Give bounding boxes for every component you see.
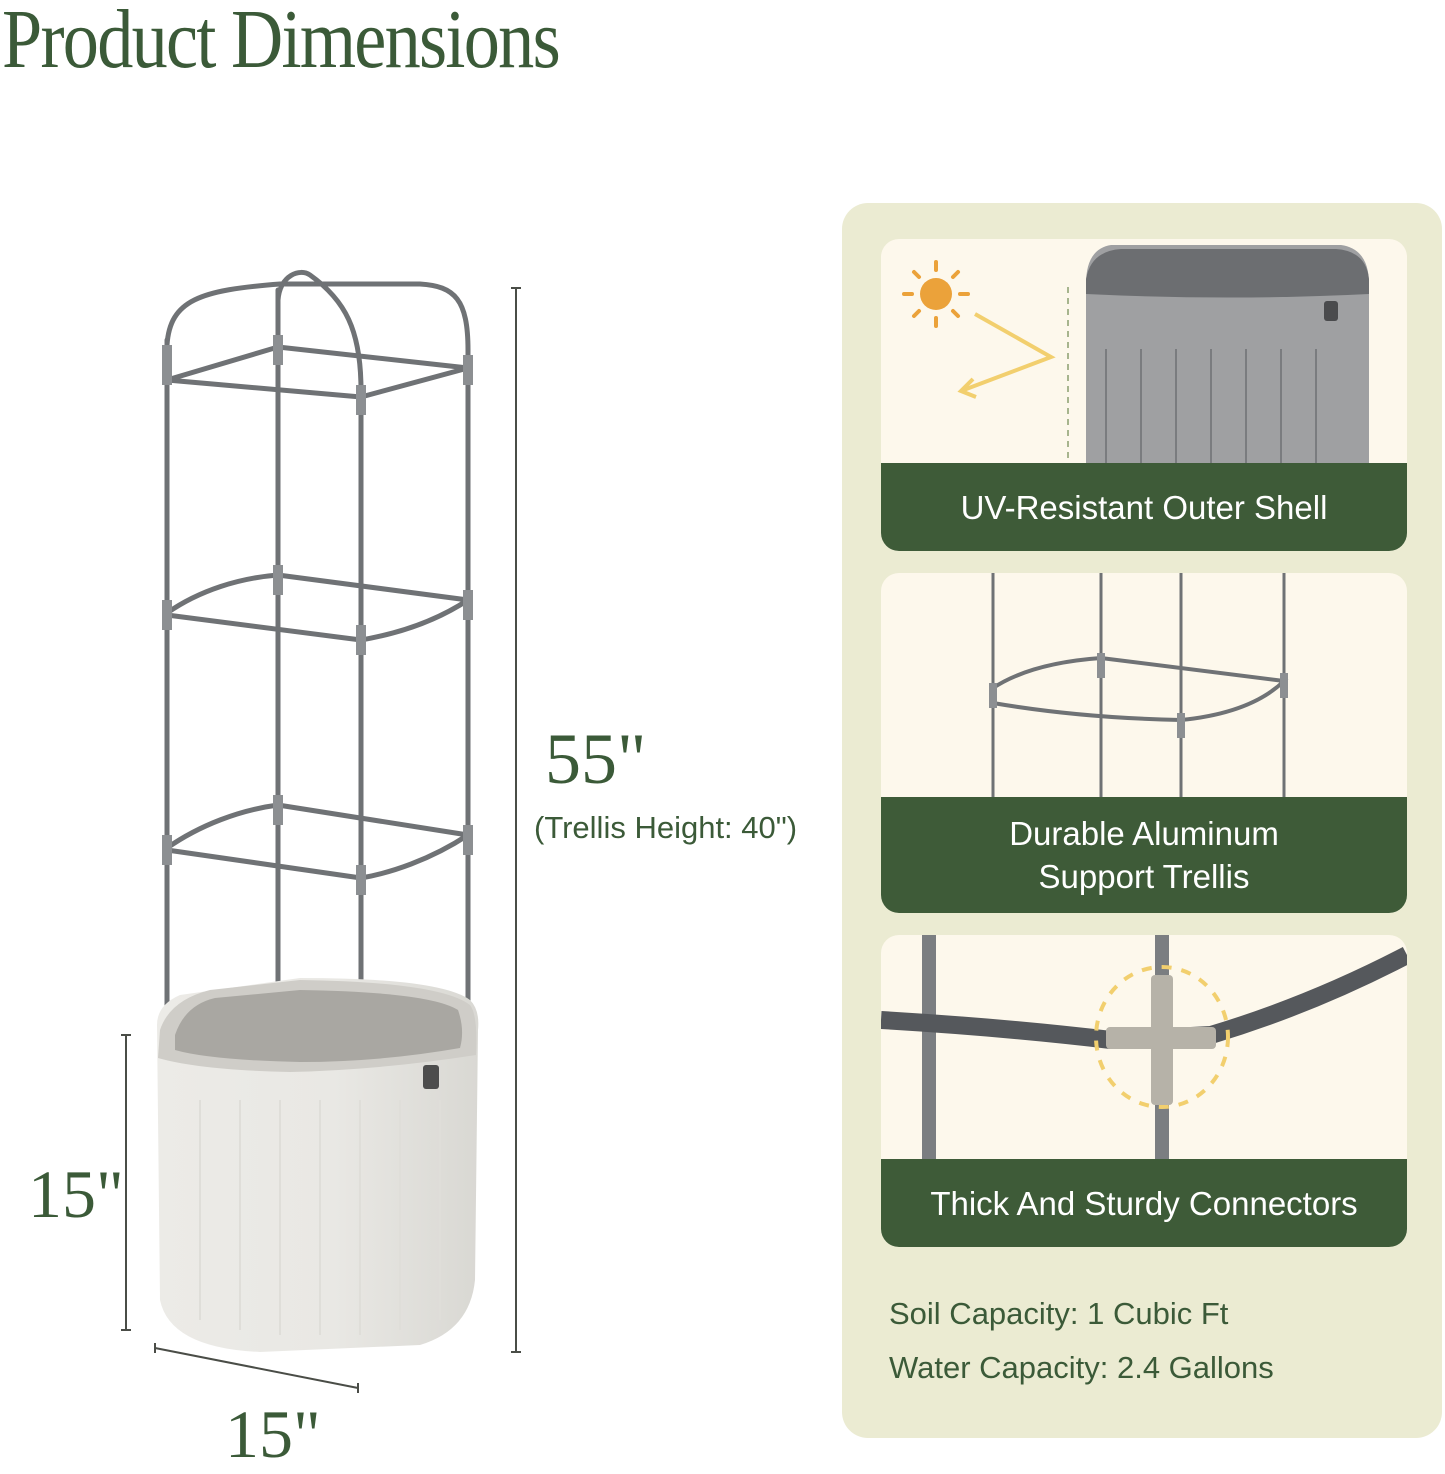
planter-height-label: 15": [28, 1156, 124, 1232]
feature-label-line2: Support Trellis: [1038, 858, 1250, 895]
feature-card-aluminum-trellis: Durable Aluminum Support Trellis: [881, 573, 1407, 913]
planter-shell-illustration: [902, 245, 1369, 469]
feature-card-connectors: Thick And Sturdy Connectors: [881, 935, 1407, 1247]
trellis-ring-illustration: [989, 573, 1289, 803]
sun-icon: [902, 260, 970, 328]
feature-label-line1: Durable Aluminum: [1009, 815, 1279, 852]
trellis-height-note: (Trellis Height: 40"): [534, 810, 798, 845]
total-height-label: 55": [545, 719, 647, 799]
planter-width-label: 15": [225, 1396, 321, 1472]
features-panel: UV-Resistant Outer Shell Durable Aluminu…: [842, 203, 1442, 1438]
feature-label: Thick And Sturdy Connectors: [881, 1159, 1407, 1247]
page-title: Product Dimensions: [2, 0, 561, 86]
feature-label: Durable Aluminum Support Trellis: [881, 797, 1407, 913]
connector-closeup-illustration: [881, 935, 1407, 1165]
planter-trellis-illustration: [121, 269, 521, 1393]
feature-card-uv-shell: UV-Resistant Outer Shell: [881, 239, 1407, 551]
water-capacity-spec: Water Capacity: 2.4 Gallons: [889, 1350, 1274, 1385]
feature-label: UV-Resistant Outer Shell: [881, 463, 1407, 551]
soil-capacity-spec: Soil Capacity: 1 Cubic Ft: [889, 1296, 1229, 1331]
